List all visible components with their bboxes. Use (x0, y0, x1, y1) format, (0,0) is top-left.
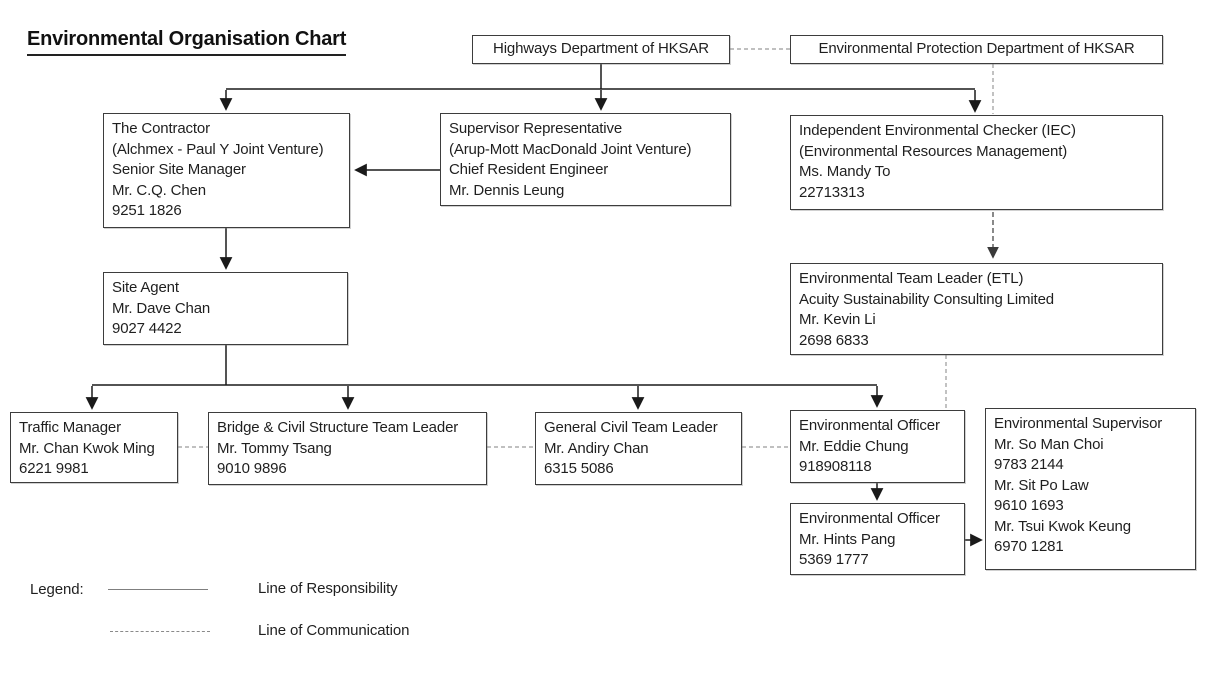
node-text-line: Mr. Tommy Tsang (217, 439, 332, 457)
node-text-line: Environmental Team Leader (ETL) (799, 270, 1024, 287)
node-text-line: Highways Department of HKSAR (493, 40, 709, 58)
node-text-line: Mr. Andiry Chan (544, 439, 649, 457)
node-text-line: Mr. C.Q. Chen (112, 181, 206, 199)
node-highways-department: Highways Department of HKSAR (472, 35, 730, 64)
node-text-line: Independent Environmental Checker (IEC) (799, 122, 1076, 139)
legend-responsibility-label: Line of Responsibility (258, 580, 398, 597)
node-contractor: The Contractor (Alchmex - Paul Y Joint V… (103, 113, 350, 228)
node-text-line: (Arup-Mott MacDonald Joint Venture) (449, 140, 692, 158)
node-text-line: Environmental Supervisor (994, 415, 1163, 432)
node-text-line: Mr. Sit Po Law (994, 476, 1089, 494)
node-text-line: The Contractor (112, 120, 210, 137)
node-text-line: Environmental Officer (799, 417, 940, 434)
node-text-line: 918908118 (799, 458, 872, 475)
responsibility-lines (85, 64, 983, 547)
node-general-civil-team-leader: General Civil Team Leader Mr. Andiry Cha… (535, 412, 742, 485)
node-text-line: Chief Resident Engineer (449, 161, 609, 178)
node-text-line: Supervisor Representative (449, 120, 623, 137)
legend-dashed-line-sample (110, 631, 210, 632)
node-bridge-civil-structure-team-leader: Bridge & Civil Structure Team Leader Mr.… (208, 412, 487, 485)
node-text-line: Mr. Eddie Chung (799, 437, 909, 455)
node-environmental-officer-1: Environmental Officer Mr. Eddie Chung 91… (790, 410, 965, 483)
node-environmental-protection-department: Environmental Protection Department of H… (790, 35, 1163, 64)
node-site-agent: Site Agent Mr. Dave Chan 9027 4422 (103, 272, 348, 345)
legend-solid-line-sample (108, 589, 208, 590)
node-text-line: Mr. Chan Kwok Ming (19, 439, 155, 457)
node-text-line: Site Agent (112, 279, 179, 296)
node-text-line: Ms. Mandy To (799, 163, 891, 180)
legend-label: Legend: (30, 581, 84, 598)
node-environmental-team-leader: Environmental Team Leader (ETL) Acuity S… (790, 263, 1163, 355)
node-text-line: General Civil Team Leader (544, 419, 718, 436)
node-text-line: 6221 9981 (19, 460, 89, 477)
node-text-line: Mr. Kevin Li (799, 311, 876, 328)
node-supervisor-representative: Supervisor Representative (Arup-Mott Mac… (440, 113, 731, 206)
node-text-line: 6970 1281 (994, 538, 1064, 555)
node-text-line: 22713313 (799, 183, 865, 201)
node-text-line: (Alchmex - Paul Y Joint Venture) (112, 140, 324, 158)
node-text-line: 9251 1826 (112, 202, 182, 219)
node-independent-environmental-checker: Independent Environmental Checker (IEC) … (790, 115, 1163, 210)
node-text-line: 2698 6833 (799, 331, 869, 349)
node-text-line: 9610 1693 (994, 497, 1064, 514)
node-text-line: Environmental Officer (799, 510, 940, 527)
page-title: Environmental Organisation Chart (27, 28, 346, 56)
node-text-line: Environmental Protection Department of H… (818, 40, 1135, 58)
node-text-line: 6315 5086 (544, 460, 614, 477)
node-text-line: 9783 2144 (994, 456, 1064, 473)
node-traffic-manager: Traffic Manager Mr. Chan Kwok Ming 6221 … (10, 412, 178, 483)
node-environmental-supervisor: Environmental Supervisor Mr. So Man Choi… (985, 408, 1196, 570)
node-text-line: Mr. Tsui Kwok Keung (994, 517, 1131, 535)
node-text-line: 9010 9896 (217, 460, 287, 477)
node-text-line: 5369 1777 (799, 551, 869, 568)
communication-lines (178, 48, 994, 448)
node-text-line: Mr. Hints Pang (799, 530, 896, 548)
legend-communication-label: Line of Communication (258, 622, 410, 639)
node-text-line: Bridge & Civil Structure Team Leader (217, 419, 459, 436)
node-text-line: Mr. So Man Choi (994, 435, 1104, 453)
node-text-line: Traffic Manager (19, 419, 121, 436)
node-environmental-officer-2: Environmental Officer Mr. Hints Pang 536… (790, 503, 965, 575)
node-text-line: Acuity Sustainability Consulting Limited (799, 290, 1054, 308)
node-text-line: Mr. Dennis Leung (449, 181, 565, 199)
node-text-line: Mr. Dave Chan (112, 299, 211, 317)
node-text-line: Senior Site Manager (112, 161, 246, 178)
node-text-line: (Environmental Resources Management) (799, 142, 1068, 160)
node-text-line: 9027 4422 (112, 320, 182, 337)
